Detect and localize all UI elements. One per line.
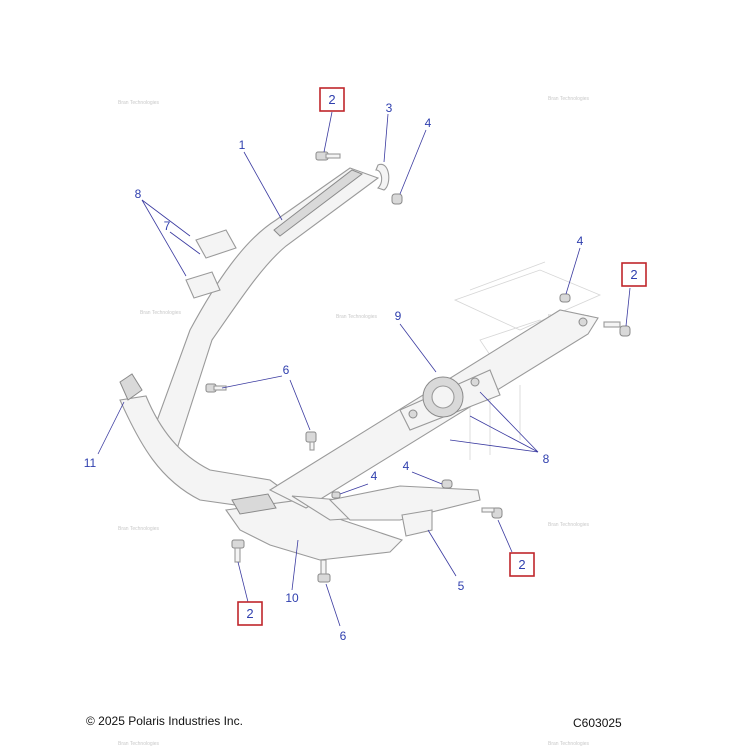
callout-2: 2 (630, 267, 637, 282)
callout-10: 10 (285, 591, 299, 605)
boxed-callouts: 2 2 2 2 (237, 87, 647, 626)
diagram-code: C603025 (573, 716, 622, 730)
callout-4: 4 (577, 234, 584, 248)
copyright-text: © 2025 Polaris Industries Inc. (86, 714, 243, 728)
watermark: Bran Technologies (548, 522, 590, 528)
part-bumper-arm (119, 167, 380, 511)
callout-7: 7 (164, 219, 171, 233)
part-mount-brackets (185, 229, 237, 299)
watermark: Bran Technologies (336, 314, 378, 320)
callout-2: 2 (518, 557, 525, 572)
callout-11: 11 (84, 456, 97, 470)
callout-2: 2 (328, 92, 335, 107)
callout-4: 4 (403, 459, 410, 473)
part-skid-plate (225, 493, 404, 561)
watermark: Bran Technologies (118, 741, 160, 747)
callout-3: 3 (386, 101, 393, 115)
callout-4: 4 (425, 116, 432, 130)
callout-box (237, 601, 263, 626)
part-bumper-cap (119, 373, 143, 401)
watermark: Bran Technologies (118, 100, 160, 106)
callout-labels: 1 3 4 4 4 4 5 6 6 7 8 8 9 10 11 (84, 101, 584, 643)
watermark: Bran Technologies (548, 96, 590, 102)
watermark: Bran Technologies (140, 310, 182, 316)
leader-lines (97, 111, 631, 627)
callout-2: 2 (246, 606, 253, 621)
callout-6: 6 (340, 629, 347, 643)
watermark: Bran Technologies (118, 526, 160, 532)
callout-1: 1 (239, 138, 246, 152)
callout-8: 8 (135, 187, 142, 201)
part-bracket (328, 485, 481, 537)
callout-9: 9 (395, 309, 402, 323)
callout-5: 5 (458, 579, 465, 593)
fasteners (205, 151, 631, 583)
callout-box (509, 552, 535, 577)
part-cross-tube (268, 309, 599, 521)
callout-6: 6 (283, 363, 290, 377)
part-clip (375, 163, 390, 191)
watermark: Bran Technologies (548, 741, 590, 747)
callout-box (621, 262, 647, 287)
callout-8: 8 (543, 452, 550, 466)
callout-4: 4 (371, 469, 378, 483)
callout-box (319, 87, 345, 112)
